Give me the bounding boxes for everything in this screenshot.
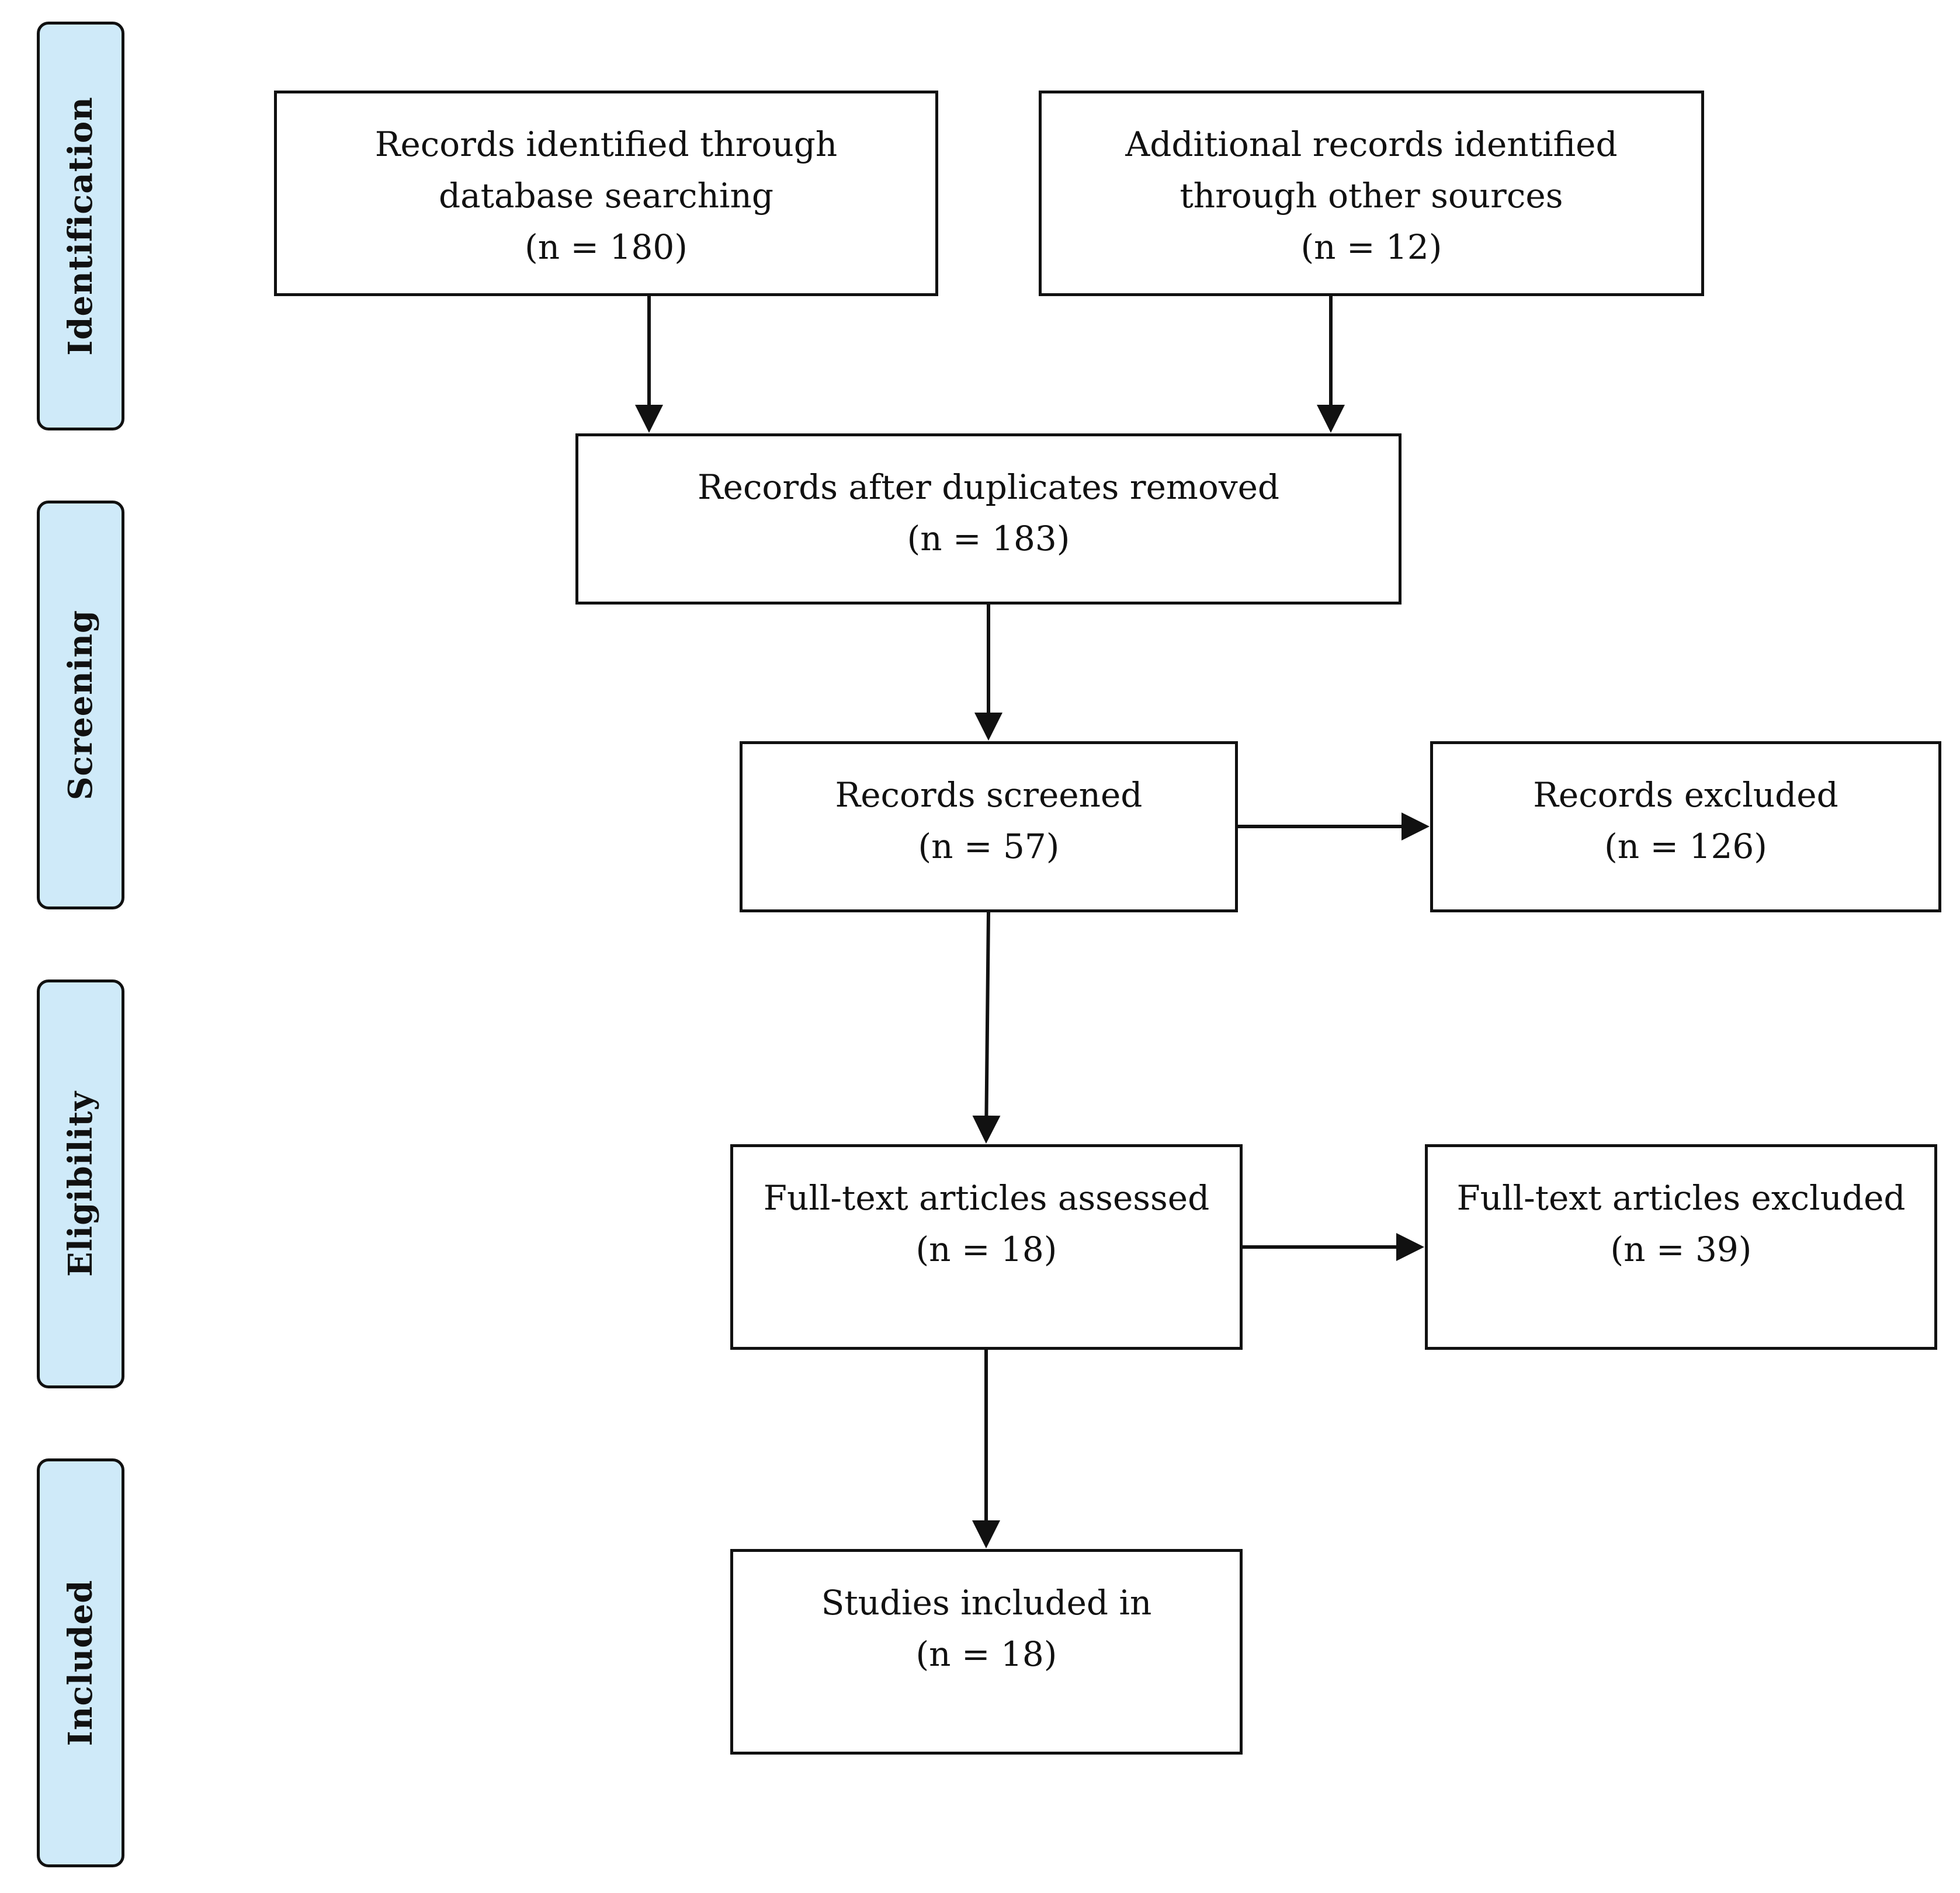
box-studies-included-line1: Studies included in [821, 1583, 1152, 1623]
box-screened-count: (n = 57) [918, 826, 1060, 866]
box-fulltext-assessed-line1: Full-text articles assessed [763, 1178, 1210, 1218]
box-other-records-count: (n = 12) [1300, 227, 1442, 267]
box-excluded-count: (n = 126) [1604, 826, 1767, 866]
box-database-records-count: (n = 180) [525, 227, 688, 267]
box-studies-included-count: (n = 18) [915, 1634, 1057, 1674]
box-other-records: Additional records identified through ot… [1039, 91, 1704, 296]
phase-screening-label: Screening [61, 609, 100, 801]
box-screened: Records screened (n = 57) [740, 741, 1238, 912]
box-other-records-line2: through other sources [1180, 176, 1563, 216]
box-fulltext-excluded: Full-text articles excluded (n = 39) [1425, 1144, 1937, 1350]
phase-eligibility-label: Eligibility [61, 1090, 100, 1277]
box-after-duplicates: Records after duplicates removed (n = 18… [575, 433, 1402, 605]
box-screened-line1: Records screened [835, 775, 1143, 815]
phase-identification-label: Identification [61, 96, 100, 356]
box-excluded: Records excluded (n = 126) [1430, 741, 1941, 912]
box-fulltext-assessed: Full-text articles assessed (n = 18) [730, 1144, 1243, 1350]
box-excluded-line1: Records excluded [1533, 775, 1838, 815]
arrow-screened-to-fulltext [972, 912, 1001, 1144]
box-studies-included: Studies included in (n = 18) [730, 1549, 1243, 1755]
phase-included: Included [37, 1458, 124, 1867]
box-after-duplicates-count: (n = 183) [907, 519, 1070, 558]
box-database-records: Records identified through database sear… [274, 91, 938, 296]
box-database-records-line1: Records identified through [374, 124, 838, 164]
box-fulltext-assessed-count: (n = 18) [915, 1229, 1057, 1269]
box-database-records-line2: database searching [438, 176, 774, 216]
box-other-records-line1: Additional records identified [1125, 124, 1618, 164]
box-fulltext-excluded-line1: Full-text articles excluded [1456, 1178, 1906, 1218]
phase-included-label: Included [61, 1579, 100, 1746]
box-fulltext-excluded-count: (n = 39) [1610, 1229, 1752, 1269]
phase-eligibility: Eligibility [37, 980, 124, 1388]
phase-identification: Identification [37, 22, 124, 430]
phase-screening: Screening [37, 501, 124, 909]
box-after-duplicates-line1: Records after duplicates removed [697, 467, 1280, 507]
